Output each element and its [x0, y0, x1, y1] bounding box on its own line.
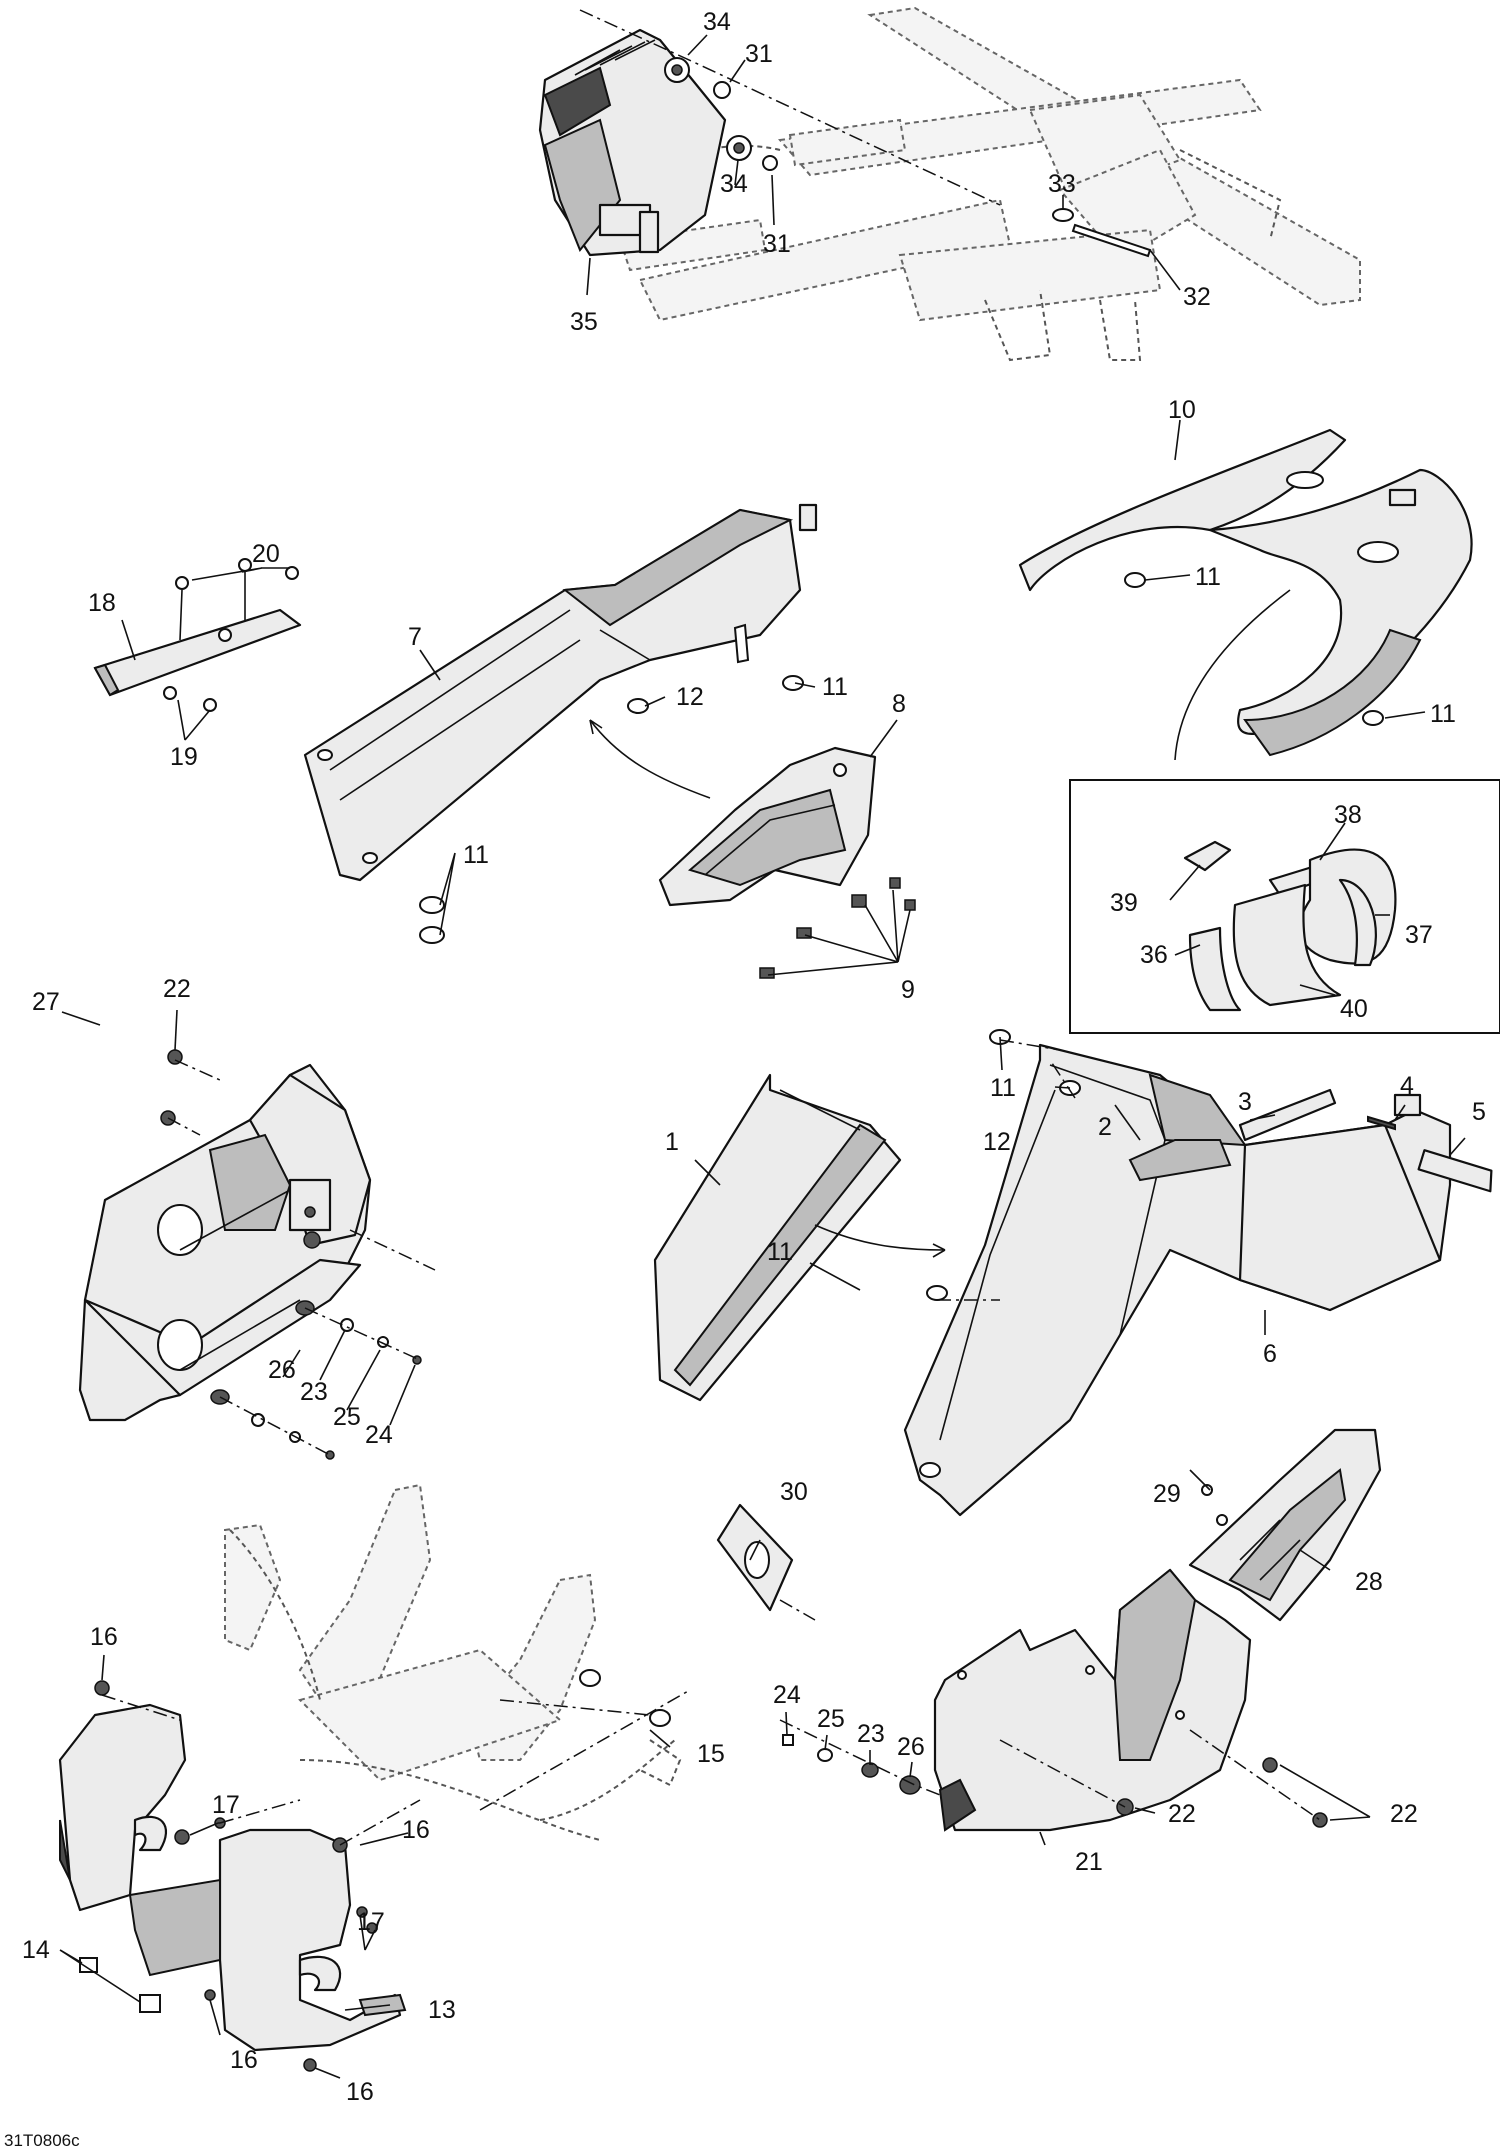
callout-6: 6	[1263, 1340, 1277, 1368]
arrow-head-8-to-7	[589, 719, 603, 735]
fender-6	[903, 1043, 1452, 1517]
callout-leaders	[59, 34, 1466, 2079]
callout-16-bottom: 16	[346, 2078, 374, 2106]
callout-22-left: 22	[163, 975, 191, 1003]
callout-2: 2	[1098, 1113, 1112, 1141]
inset-frame	[1069, 779, 1500, 1034]
callout-11-panel7-right: 11	[822, 673, 848, 701]
callout-labels: 34 31 34 31 33 32 35 10 11 11 20 18 19 7…	[4, 8, 1486, 2150]
callout-26-left: 26	[268, 1356, 296, 1384]
callout-30: 30	[780, 1478, 808, 1506]
rear-frame-outline	[618, 6, 1361, 362]
fender-strips	[1128, 1088, 1493, 1193]
part-30	[716, 1503, 816, 1621]
part-10	[1018, 428, 1473, 757]
callout-11-tray-bottom: 11	[1430, 700, 1456, 728]
hardware-27	[160, 1049, 436, 1460]
arrow-head-1-to-6	[932, 1243, 946, 1258]
callout-34-lower: 34	[720, 170, 748, 198]
callout-22-lower-right: 22	[1390, 1800, 1418, 1828]
callout-12-panel7: 12	[676, 683, 704, 711]
bracket-35	[538, 28, 727, 257]
callout-11-tray-top: 11	[1195, 563, 1221, 591]
part-28	[1188, 1428, 1382, 1622]
part-13	[58, 1703, 407, 2052]
callout-15: 15	[697, 1740, 725, 1768]
callout-4: 4	[1400, 1072, 1414, 1100]
callout-24-left: 24	[365, 1421, 393, 1449]
callout-16-middle: 16	[402, 1816, 430, 1844]
callout-18: 18	[88, 589, 116, 617]
callout-3: 3	[1238, 1088, 1252, 1116]
callout-22-lower-left: 22	[1168, 1800, 1196, 1828]
fasteners-9	[759, 877, 916, 979]
grommets-11-top	[1124, 572, 1384, 761]
callout-21: 21	[1075, 1848, 1103, 1876]
callout-29: 29	[1153, 1480, 1181, 1508]
callout-14: 14	[22, 1936, 50, 1964]
grommets-7	[419, 623, 804, 944]
callout-36: 36	[1140, 941, 1168, 969]
callout-11-panel7-left: 11	[463, 841, 489, 869]
callout-11-fender-top: 11	[990, 1074, 1016, 1102]
arrow-8-to-7	[589, 719, 711, 799]
callout-28: 28	[1355, 1568, 1383, 1596]
callout-11-fender-bottom: 11	[767, 1238, 793, 1266]
part-8	[658, 746, 877, 907]
callout-16-lower-left: 16	[230, 2046, 258, 2074]
callout-35: 35	[570, 308, 598, 336]
callout-10: 10	[1168, 396, 1196, 424]
part-27	[78, 1063, 372, 1422]
callout-23-left: 23	[300, 1378, 328, 1406]
callout-17-upper: 17	[212, 1791, 240, 1819]
callout-7: 7	[408, 623, 422, 651]
callout-40: 40	[1340, 995, 1368, 1023]
trim-18	[93, 558, 302, 712]
callout-17-lower: 17	[357, 1908, 385, 1936]
callout-25-left: 25	[333, 1403, 361, 1431]
inset-parts	[1183, 840, 1397, 1012]
hardware-21	[779, 1719, 1328, 1828]
hardware-31-34	[579, 9, 1152, 258]
callout-25-lower: 25	[817, 1705, 845, 1733]
callout-38: 38	[1334, 801, 1362, 829]
callout-32: 32	[1183, 283, 1211, 311]
lower-frame-outline	[224, 1483, 682, 1841]
callout-20: 20	[252, 540, 280, 568]
panel-1	[653, 1073, 902, 1402]
callout-33: 33	[1048, 170, 1076, 198]
callout-19: 19	[170, 743, 198, 771]
callout-5: 5	[1472, 1098, 1486, 1126]
part-21	[933, 1568, 1252, 1832]
callout-1: 1	[665, 1128, 679, 1156]
callout-37: 37	[1405, 921, 1433, 949]
arrow-1-to-6	[814, 1224, 946, 1251]
callout-24-lower: 24	[773, 1681, 801, 1709]
callout-27: 27	[32, 988, 60, 1016]
callout-12-fender: 12	[983, 1128, 1011, 1156]
callout-34-upper: 34	[703, 8, 731, 36]
callout-23-lower: 23	[857, 1720, 885, 1748]
callout-31-upper: 31	[745, 40, 773, 68]
callout-39: 39	[1110, 889, 1138, 917]
callout-16-upper-left: 16	[90, 1623, 118, 1651]
callout-26-lower: 26	[897, 1733, 925, 1761]
drawing-reference: 31T0806c	[4, 2131, 80, 2150]
callout-13: 13	[428, 1996, 456, 2024]
callout-8: 8	[892, 690, 906, 718]
callout-9: 9	[901, 976, 915, 1004]
panel-7	[303, 503, 818, 882]
callout-31-lower: 31	[763, 230, 791, 258]
